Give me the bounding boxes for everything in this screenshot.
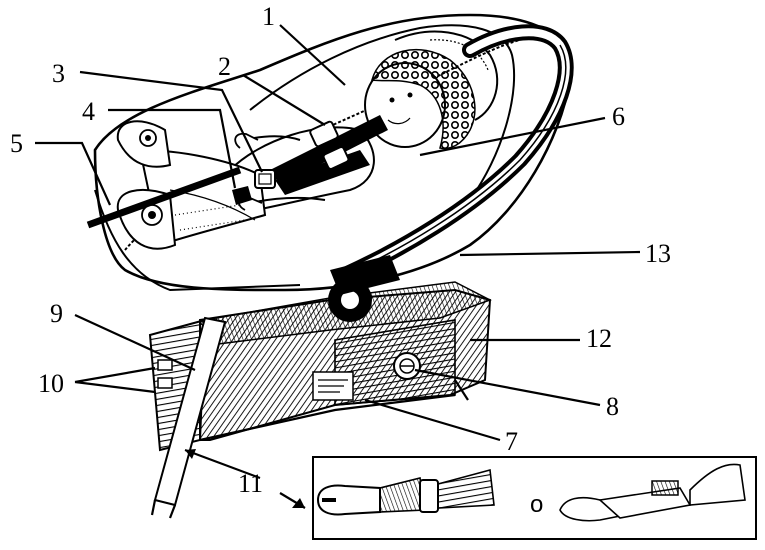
callout-4: 4 xyxy=(82,97,95,126)
callout-13: 13 xyxy=(645,239,671,268)
callout-2: 2 xyxy=(218,52,231,81)
callout-12: 12 xyxy=(586,324,612,353)
callout-3: 3 xyxy=(52,59,65,88)
inset-or-separator: o xyxy=(530,491,543,518)
latch-connector-inset: o xyxy=(313,457,756,539)
callout-8: 8 xyxy=(606,392,619,421)
level-indicator xyxy=(394,353,420,379)
callout-6: 6 xyxy=(612,102,625,131)
callout-9: 9 xyxy=(50,299,63,328)
callout-7: 7 xyxy=(505,427,518,456)
chest-clip xyxy=(255,170,275,188)
callout-11: 11 xyxy=(238,469,263,498)
callout-1: 1 xyxy=(262,2,275,31)
callout-5: 5 xyxy=(10,129,23,158)
callout-10: 10 xyxy=(38,369,64,398)
